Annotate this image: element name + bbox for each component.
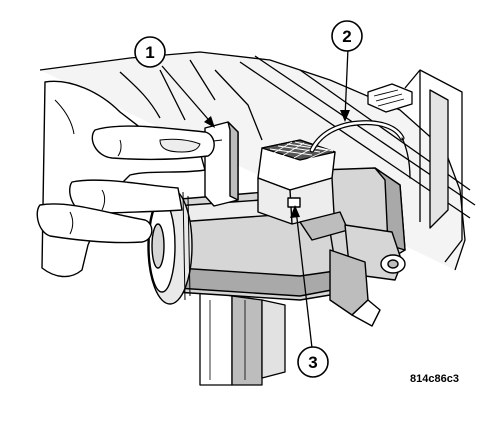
callout-2: 2 [331,20,363,52]
actuator-lever [329,224,406,327]
callout-arrowheads [204,110,350,218]
figure-id: 814c86c3 [410,373,459,385]
lower-column [199,289,286,386]
hand-illustration [36,80,215,278]
callout-3-circle [297,346,329,378]
callout-2-circle [331,20,363,52]
wiring-harness [309,120,411,179]
callout-1: 1 [134,36,166,68]
callout-1-circle [134,36,166,68]
callout-3-number: 3 [308,353,317,372]
callout-3: 3 [297,346,329,378]
callout-leaders [161,47,349,349]
callout-2-number: 2 [342,27,351,46]
callout-1-number: 1 [145,43,154,62]
